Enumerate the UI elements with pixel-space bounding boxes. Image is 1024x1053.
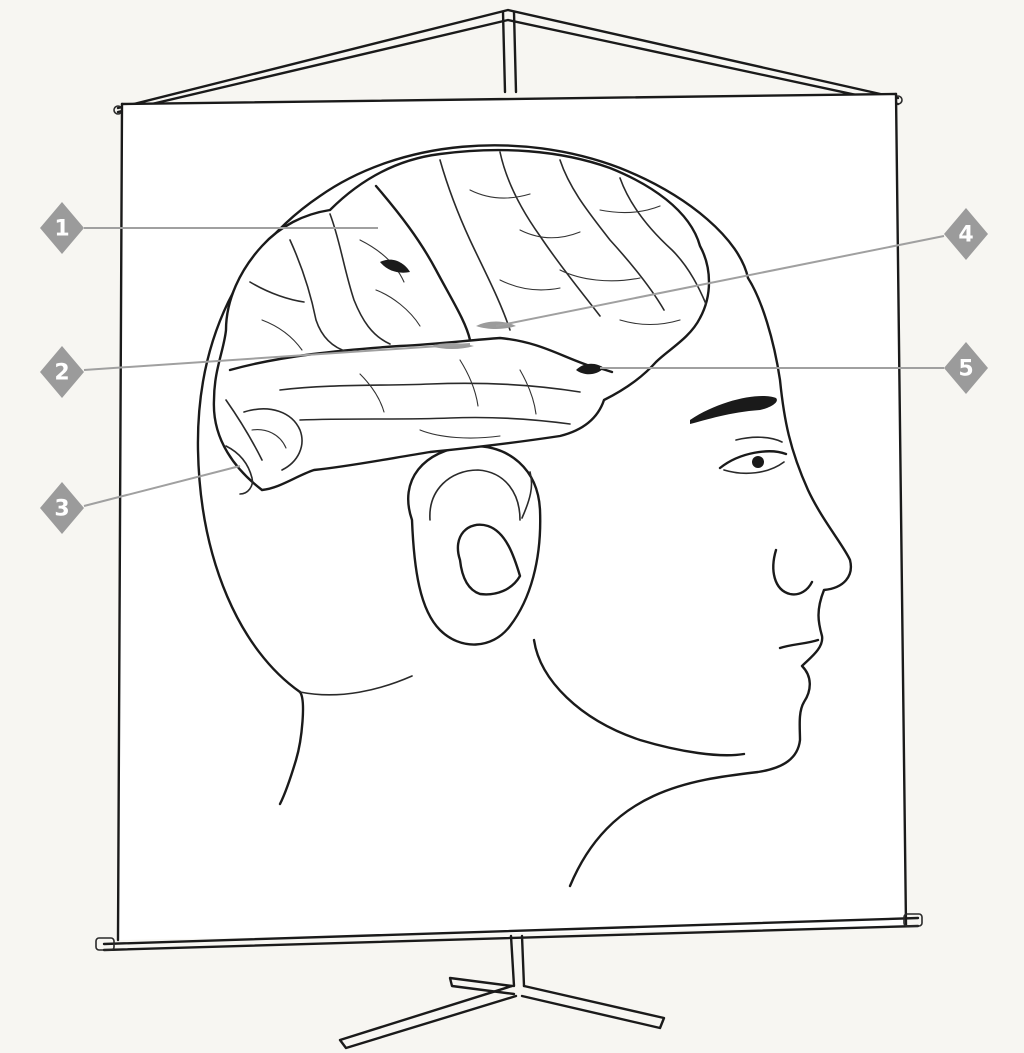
marker-number: 3 xyxy=(54,497,69,522)
marker-number: 5 xyxy=(958,357,973,382)
marker-5: 5 xyxy=(944,342,988,394)
marker-number: 2 xyxy=(54,361,69,386)
marker-number: 1 xyxy=(54,217,69,242)
marker-2: 2 xyxy=(40,346,84,398)
marker-number: 4 xyxy=(958,223,973,248)
easel-stand xyxy=(340,936,664,1048)
marker-3: 3 xyxy=(40,482,84,534)
marker-4: 4 xyxy=(944,208,988,260)
marker-1: 1 xyxy=(40,202,84,254)
